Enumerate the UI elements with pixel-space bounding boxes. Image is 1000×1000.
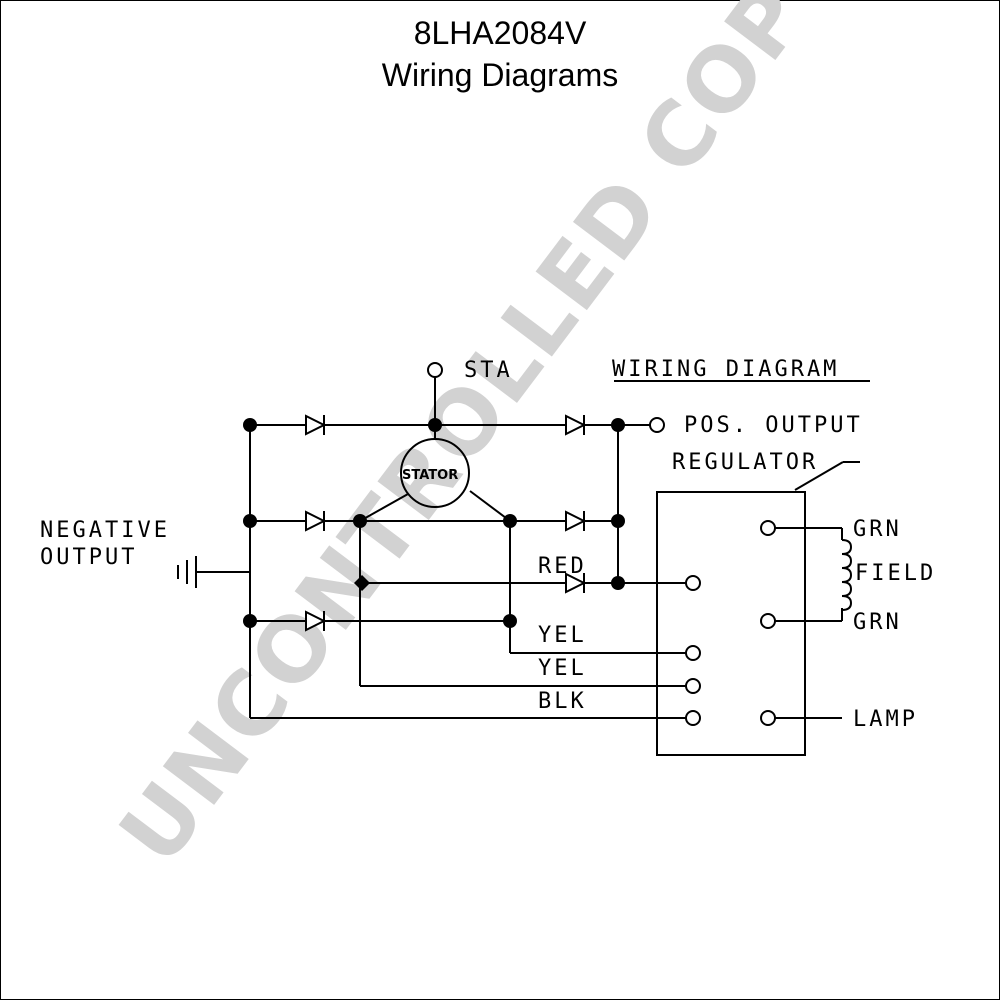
terminals <box>427 362 776 726</box>
label-negative: NEGATIVE <box>40 518 170 543</box>
diode-mid-right <box>565 510 587 532</box>
label-red: RED <box>538 554 587 579</box>
field-coil <box>841 539 853 611</box>
label-lamp: LAMP <box>853 707 918 732</box>
watermark: UNCONTROLLED COPY <box>100 0 867 883</box>
label-yel-2: YEL <box>538 656 587 681</box>
label-sta: STA <box>464 358 513 383</box>
diodes <box>305 414 587 632</box>
stator-circle <box>400 438 470 508</box>
diode-mid-left <box>305 510 327 532</box>
diagram-title: 8LHA2084V <box>413 15 587 51</box>
label-grn-top: GRN <box>853 517 902 542</box>
label-pos-output: POS. OUTPUT <box>684 413 863 438</box>
label-field: FIELD <box>855 561 936 586</box>
label-grn-bottom: GRN <box>853 610 902 635</box>
label-yel-1: YEL <box>538 623 587 648</box>
diode-top-right <box>565 414 587 436</box>
label-stator: STATOR <box>402 468 458 483</box>
junction-dots <box>243 418 625 628</box>
label-wiring-diagram: WIRING DIAGRAM <box>612 357 839 382</box>
label-regulator: REGULATOR <box>672 450 818 475</box>
diode-bottom-left <box>305 610 327 632</box>
diagram-subtitle: Wiring Diagrams <box>381 57 619 93</box>
diode-top-left <box>305 414 327 436</box>
label-blk: BLK <box>538 689 587 714</box>
ground-symbol <box>177 556 197 588</box>
label-output: OUTPUT <box>40 545 137 570</box>
diode-red <box>565 572 587 594</box>
